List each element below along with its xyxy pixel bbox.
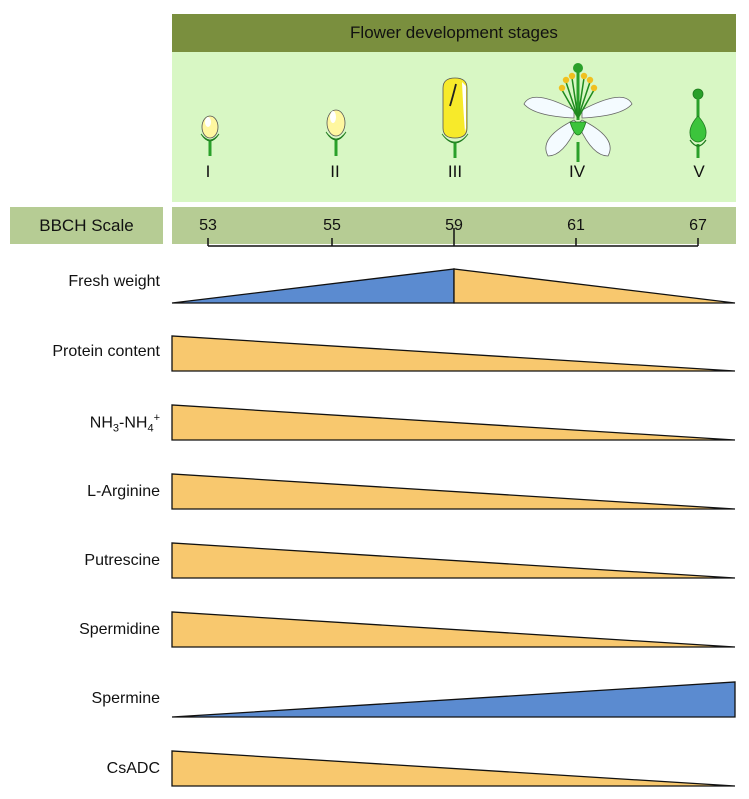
nh4-subscript: 4 bbox=[147, 422, 154, 435]
pistil-icon bbox=[689, 88, 707, 158]
trend-csadc bbox=[171, 750, 736, 787]
nh3-subscript: 3 bbox=[112, 422, 119, 435]
bbch-scale-band: 53 55 59 61 67 bbox=[172, 207, 736, 244]
bbch-value-59: 59 bbox=[445, 217, 463, 234]
trend-nh3-nh4 bbox=[171, 404, 736, 441]
trend-spermine bbox=[171, 681, 736, 718]
nh3-text: NH bbox=[89, 414, 113, 432]
bbch-scale-label-text: BBCH Scale bbox=[39, 216, 134, 235]
trend-fresh-weight bbox=[171, 268, 736, 304]
stage-label-1: I bbox=[205, 162, 211, 181]
bbch-ruler bbox=[207, 228, 699, 247]
row-label-fresh-weight: Fresh weight bbox=[68, 273, 160, 290]
row-label-spermine: Spermine bbox=[91, 690, 160, 707]
bbch-scale-label: BBCH Scale bbox=[10, 207, 163, 244]
row-label-csadc: CsADC bbox=[106, 760, 160, 777]
trend-spermidine bbox=[171, 611, 736, 648]
stage-label-5: V bbox=[693, 162, 705, 181]
stages-header: Flower development stages bbox=[172, 14, 736, 52]
trend-protein-content bbox=[171, 335, 736, 372]
stages-title: Flower development stages bbox=[350, 23, 558, 42]
bbch-value-67: 67 bbox=[689, 217, 707, 234]
nh4-charge: + bbox=[153, 412, 160, 424]
trend-l-arginine bbox=[171, 473, 736, 510]
stage-label-4: IV bbox=[568, 162, 586, 181]
nh4-text: -NH bbox=[119, 414, 148, 432]
elongated-bud-icon bbox=[441, 77, 469, 158]
bbch-value-53: 53 bbox=[199, 217, 217, 234]
trend-putrescine bbox=[171, 542, 736, 579]
row-label-spermidine: Spermidine bbox=[79, 621, 160, 638]
bbch-value-61: 61 bbox=[567, 217, 585, 234]
row-label-putrescine: Putrescine bbox=[84, 552, 160, 569]
row-label-nh3-nh4: NH3-NH4+ bbox=[0, 412, 160, 435]
open-flower-icon bbox=[523, 63, 633, 162]
bbch-value-55: 55 bbox=[323, 217, 341, 234]
l-arginine-text: L-Arginine bbox=[87, 483, 160, 500]
row-label-protein-content: Protein content bbox=[52, 343, 160, 360]
stage-label-3: III bbox=[447, 162, 463, 181]
small-bud-icon bbox=[200, 115, 220, 156]
row-label-l-arginine: L-Arginine bbox=[0, 483, 160, 501]
bud-icon bbox=[325, 109, 347, 156]
stages-panel: I II III IV bbox=[172, 52, 736, 202]
stage-label-2: II bbox=[330, 162, 340, 181]
